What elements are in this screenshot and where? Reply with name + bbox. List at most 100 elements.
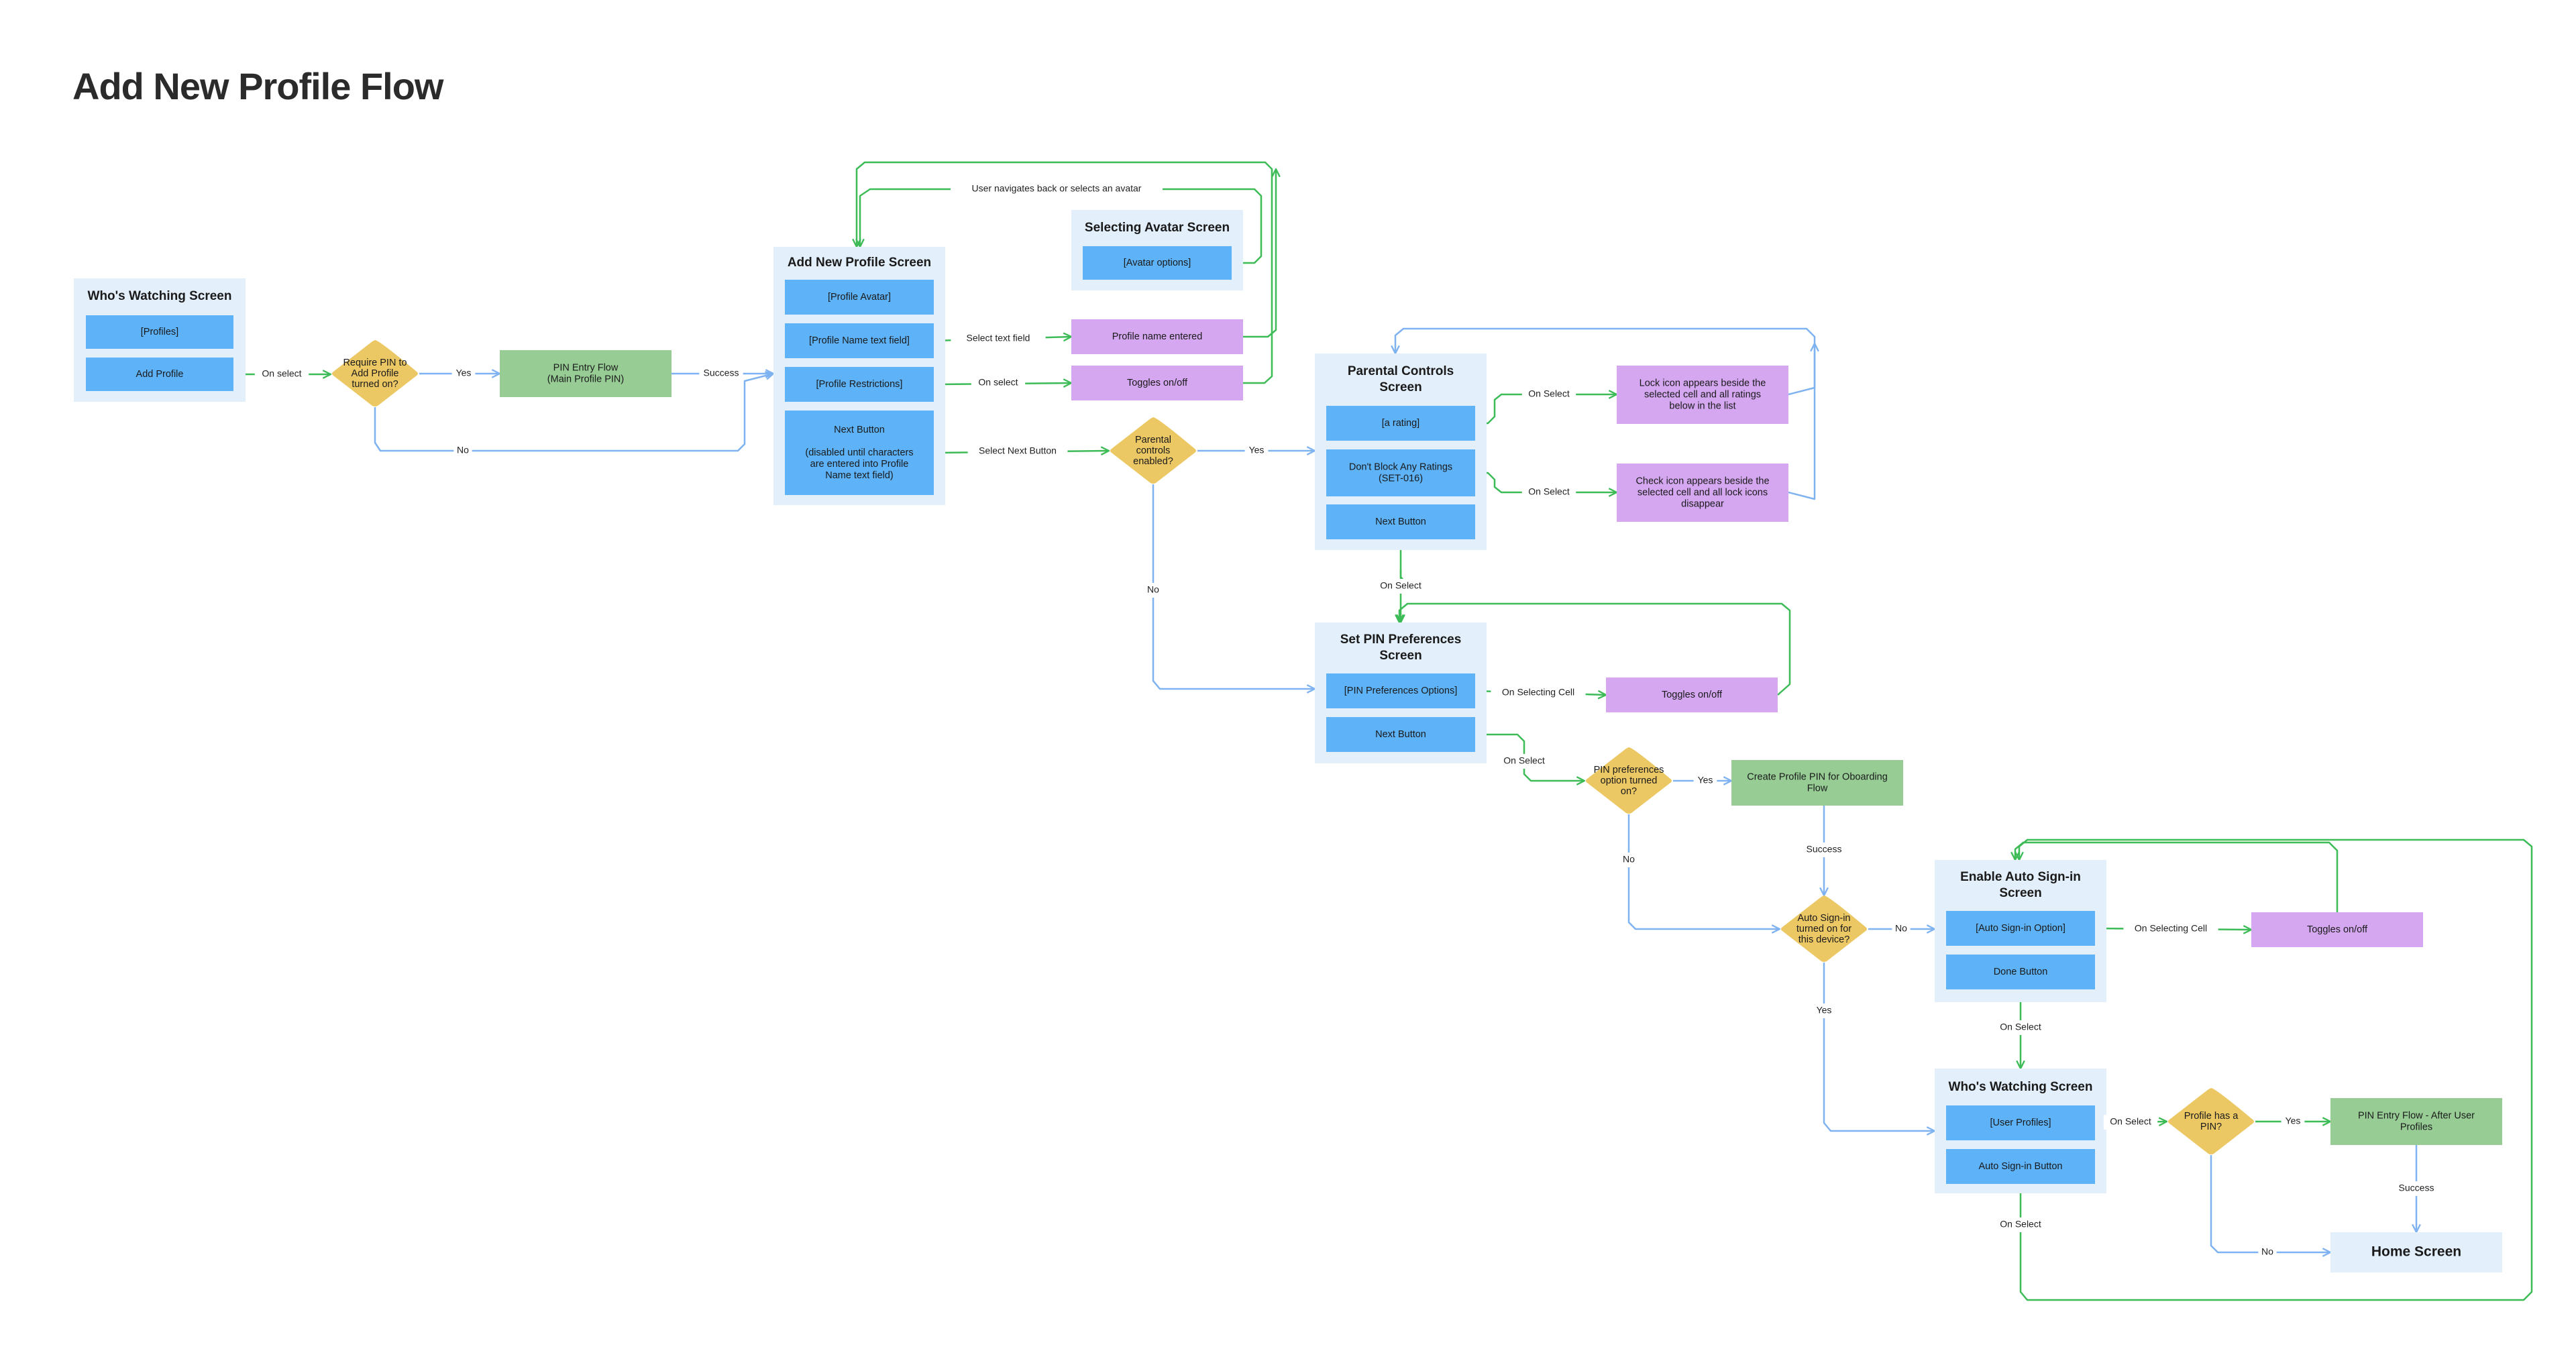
edge-label-on-select-lock: On Select xyxy=(1521,387,1576,402)
svg-text:Yes: Yes xyxy=(1698,775,1713,785)
edge-auto-signin-btn-back xyxy=(2019,838,2533,1301)
svg-text:On select: On select xyxy=(262,368,301,379)
home-screen[interactable]: Home Screen xyxy=(2330,1232,2502,1272)
whos-watching-screen-1-cell-label-2: Add Profile xyxy=(136,369,184,380)
add-new-profile-screen: Add New Profile Screen [Profile Avatar] [P… xyxy=(773,247,945,505)
svg-text:Success: Success xyxy=(704,368,739,378)
enable-auto-signin-screen-cell-2[interactable]: Done Button xyxy=(1946,955,2095,989)
whos-watching-screen-2-cell-label-1: [User Profiles] xyxy=(1990,1118,2051,1128)
profile-name-entered-box-label: Profile name entered xyxy=(1112,331,1203,342)
whos-watching-screen-2-title: Who's Watching Screen xyxy=(1949,1080,2093,1094)
parental-controls-screen-cell-label-2: Don't Block Any Ratings(SET-016) xyxy=(1349,461,1452,484)
edge-label-success-3: Success xyxy=(2394,1181,2438,1196)
add-new-profile-screen-cell-2[interactable]: [Profile Name text field] xyxy=(785,323,934,358)
add-new-profile-screen-title: Add New Profile Screen xyxy=(788,256,931,270)
edge-label-on-select-done: On Select xyxy=(1993,1020,2048,1035)
edge-label-on-select-2: On select xyxy=(971,376,1026,390)
enable-auto-signin-screen-cell-1[interactable]: [Auto Sign-in Option] xyxy=(1946,911,2095,946)
parental-controls-screen-cell-label-3: Next Button xyxy=(1375,517,1426,527)
toggles-box-3: Toggles on/off xyxy=(2251,912,2423,947)
svg-text:On select: On select xyxy=(978,377,1018,388)
set-pin-preferences-screen-cell-2[interactable]: Next Button xyxy=(1326,717,1475,752)
whos-watching-screen-1-cell-2[interactable]: Add Profile xyxy=(86,358,233,391)
parental-controls-screen-cell-1[interactable]: [a rating] xyxy=(1326,406,1475,441)
edge-label-select-next-button: Select Next Button xyxy=(967,444,1068,459)
edge-label-on-selecting-cell-2: On Selecting Cell xyxy=(2123,922,2218,936)
svg-text:Yes: Yes xyxy=(456,368,472,378)
add-new-profile-screen-cell-1[interactable]: [Profile Avatar] xyxy=(785,280,934,315)
edge-label-no-2: No xyxy=(1144,583,1163,598)
svg-text:Select text field: Select text field xyxy=(967,333,1030,343)
set-pin-preferences-screen-cell-1[interactable]: [PIN Preferences Options] xyxy=(1326,673,1475,708)
parental-controls-screen-cell-3[interactable]: Next Button xyxy=(1326,504,1475,539)
toggles-box-1: Toggles on/off xyxy=(1071,366,1243,400)
svg-text:On Select: On Select xyxy=(1380,580,1421,591)
whos-watching-screen-1-cell-label-1: [Profiles] xyxy=(141,327,178,337)
svg-text:Yes: Yes xyxy=(1249,445,1265,455)
svg-text:On Select: On Select xyxy=(1528,388,1570,399)
toggles-box-3-label: Toggles on/off xyxy=(2307,924,2368,935)
pin-entry-flow-main-label: PIN Entry Flow(Main Profile PIN) xyxy=(547,362,624,384)
svg-text:On Selecting Cell: On Selecting Cell xyxy=(2135,923,2207,934)
svg-text:No: No xyxy=(1895,923,1907,934)
whos-watching-screen-2-cell-1[interactable]: [User Profiles] xyxy=(1946,1105,2095,1140)
svg-text:No: No xyxy=(1147,584,1159,595)
svg-text:On Select: On Select xyxy=(1528,486,1570,497)
edge-label-success-1: Success xyxy=(699,366,743,381)
edge-label-yes-5: Yes xyxy=(2281,1114,2305,1129)
toggles-box-2-label: Toggles on/off xyxy=(1662,690,1723,700)
edge-label-no-1: No xyxy=(453,443,472,458)
whos-watching-screen-2-cell-label-2: Auto Sign-in Button xyxy=(1979,1161,2063,1172)
svg-text:On Select: On Select xyxy=(2110,1116,2151,1127)
edge-toggles2-back xyxy=(1399,602,1791,696)
toggles-box-1-label: Toggles on/off xyxy=(1127,378,1188,388)
edge-label-on-select-1: On select xyxy=(254,367,309,382)
add-new-profile-screen-cell-label-1: [Profile Avatar] xyxy=(828,292,891,303)
selecting-avatar-screen: Selecting Avatar Screen[Avatar options] xyxy=(1071,210,1243,290)
edge-requirepin-no xyxy=(374,374,773,452)
edge-autosignin-yes xyxy=(1823,963,1935,1131)
edge-label-no-4: No xyxy=(1892,922,1911,936)
edge-parental-no xyxy=(1152,484,1315,689)
selecting-avatar-screen-cell-label-1: [Avatar options] xyxy=(1124,258,1191,268)
edge-label-yes-2: Yes xyxy=(1244,443,1269,458)
selecting-avatar-screen-cell-1[interactable]: [Avatar options] xyxy=(1083,246,1232,280)
edge-check-back xyxy=(1788,343,1815,500)
whos-watching-screen-2: Who's Watching Screen [User Profiles] Auto… xyxy=(1935,1069,2106,1193)
edge-label-on-selecting-cell-1: On Selecting Cell xyxy=(1491,686,1586,700)
whos-watching-screen-2-cell-2[interactable]: Auto Sign-in Button xyxy=(1946,1149,2095,1184)
whos-watching-screen-1-cell-1[interactable]: [Profiles] xyxy=(86,315,233,349)
parental-controls-screen-cell-2[interactable]: Don't Block Any Ratings(SET-016) xyxy=(1326,449,1475,496)
add-new-profile-screen-cell-label-2: [Profile Name text field] xyxy=(809,335,910,346)
svg-text:User navigates back or selects: User navigates back or selects an avatar xyxy=(972,183,1142,194)
svg-text:On Select: On Select xyxy=(1503,755,1545,766)
pin-entry-flow-main: PIN Entry Flow(Main Profile PIN) xyxy=(500,350,672,397)
enable-auto-signin-screen-cell-label-2: Done Button xyxy=(1994,967,2048,977)
edge-label-yes-3: Yes xyxy=(1693,773,1717,788)
edge-toggles3-back xyxy=(2015,841,2339,912)
set-pin-preferences-screen-cell-label-1: [PIN Preferences Options] xyxy=(1344,686,1457,696)
whos-watching-screen-1: Who's Watching Screen[Profiles]Add Profi… xyxy=(74,278,246,402)
svg-text:Success: Success xyxy=(1807,844,1842,855)
add-new-profile-screen-cell-3[interactable]: [Profile Restrictions] xyxy=(785,367,934,402)
